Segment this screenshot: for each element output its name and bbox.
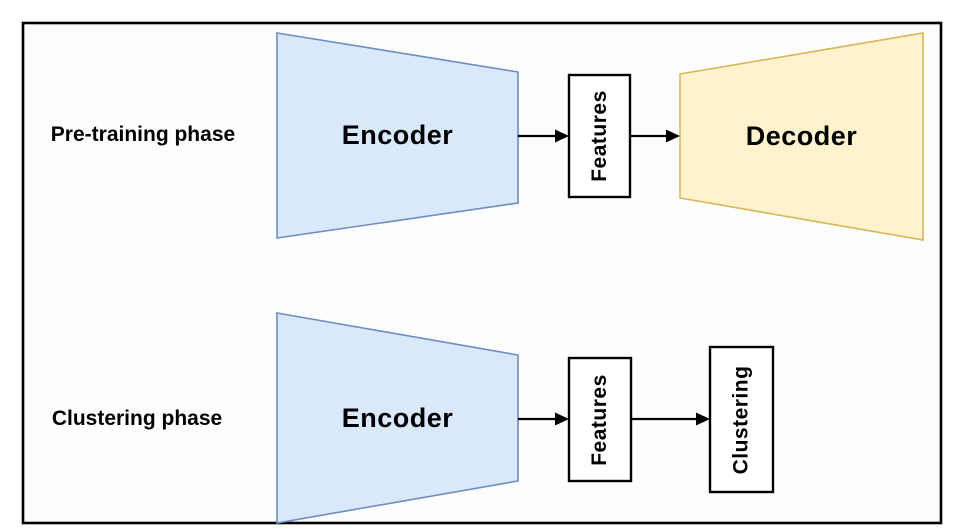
arrowhead-icon (555, 412, 569, 426)
features-box-clustering (567, 356, 633, 483)
encoder-shape-clustering (276, 312, 519, 524)
features-box-pretraining (567, 73, 632, 199)
arrowhead-icon (555, 129, 569, 143)
arrowhead-icon (696, 412, 710, 426)
encoder-shape-pretraining (276, 32, 519, 239)
decoder-shape (679, 32, 924, 241)
clustering-box (708, 345, 775, 494)
arrowhead-icon (666, 129, 680, 143)
